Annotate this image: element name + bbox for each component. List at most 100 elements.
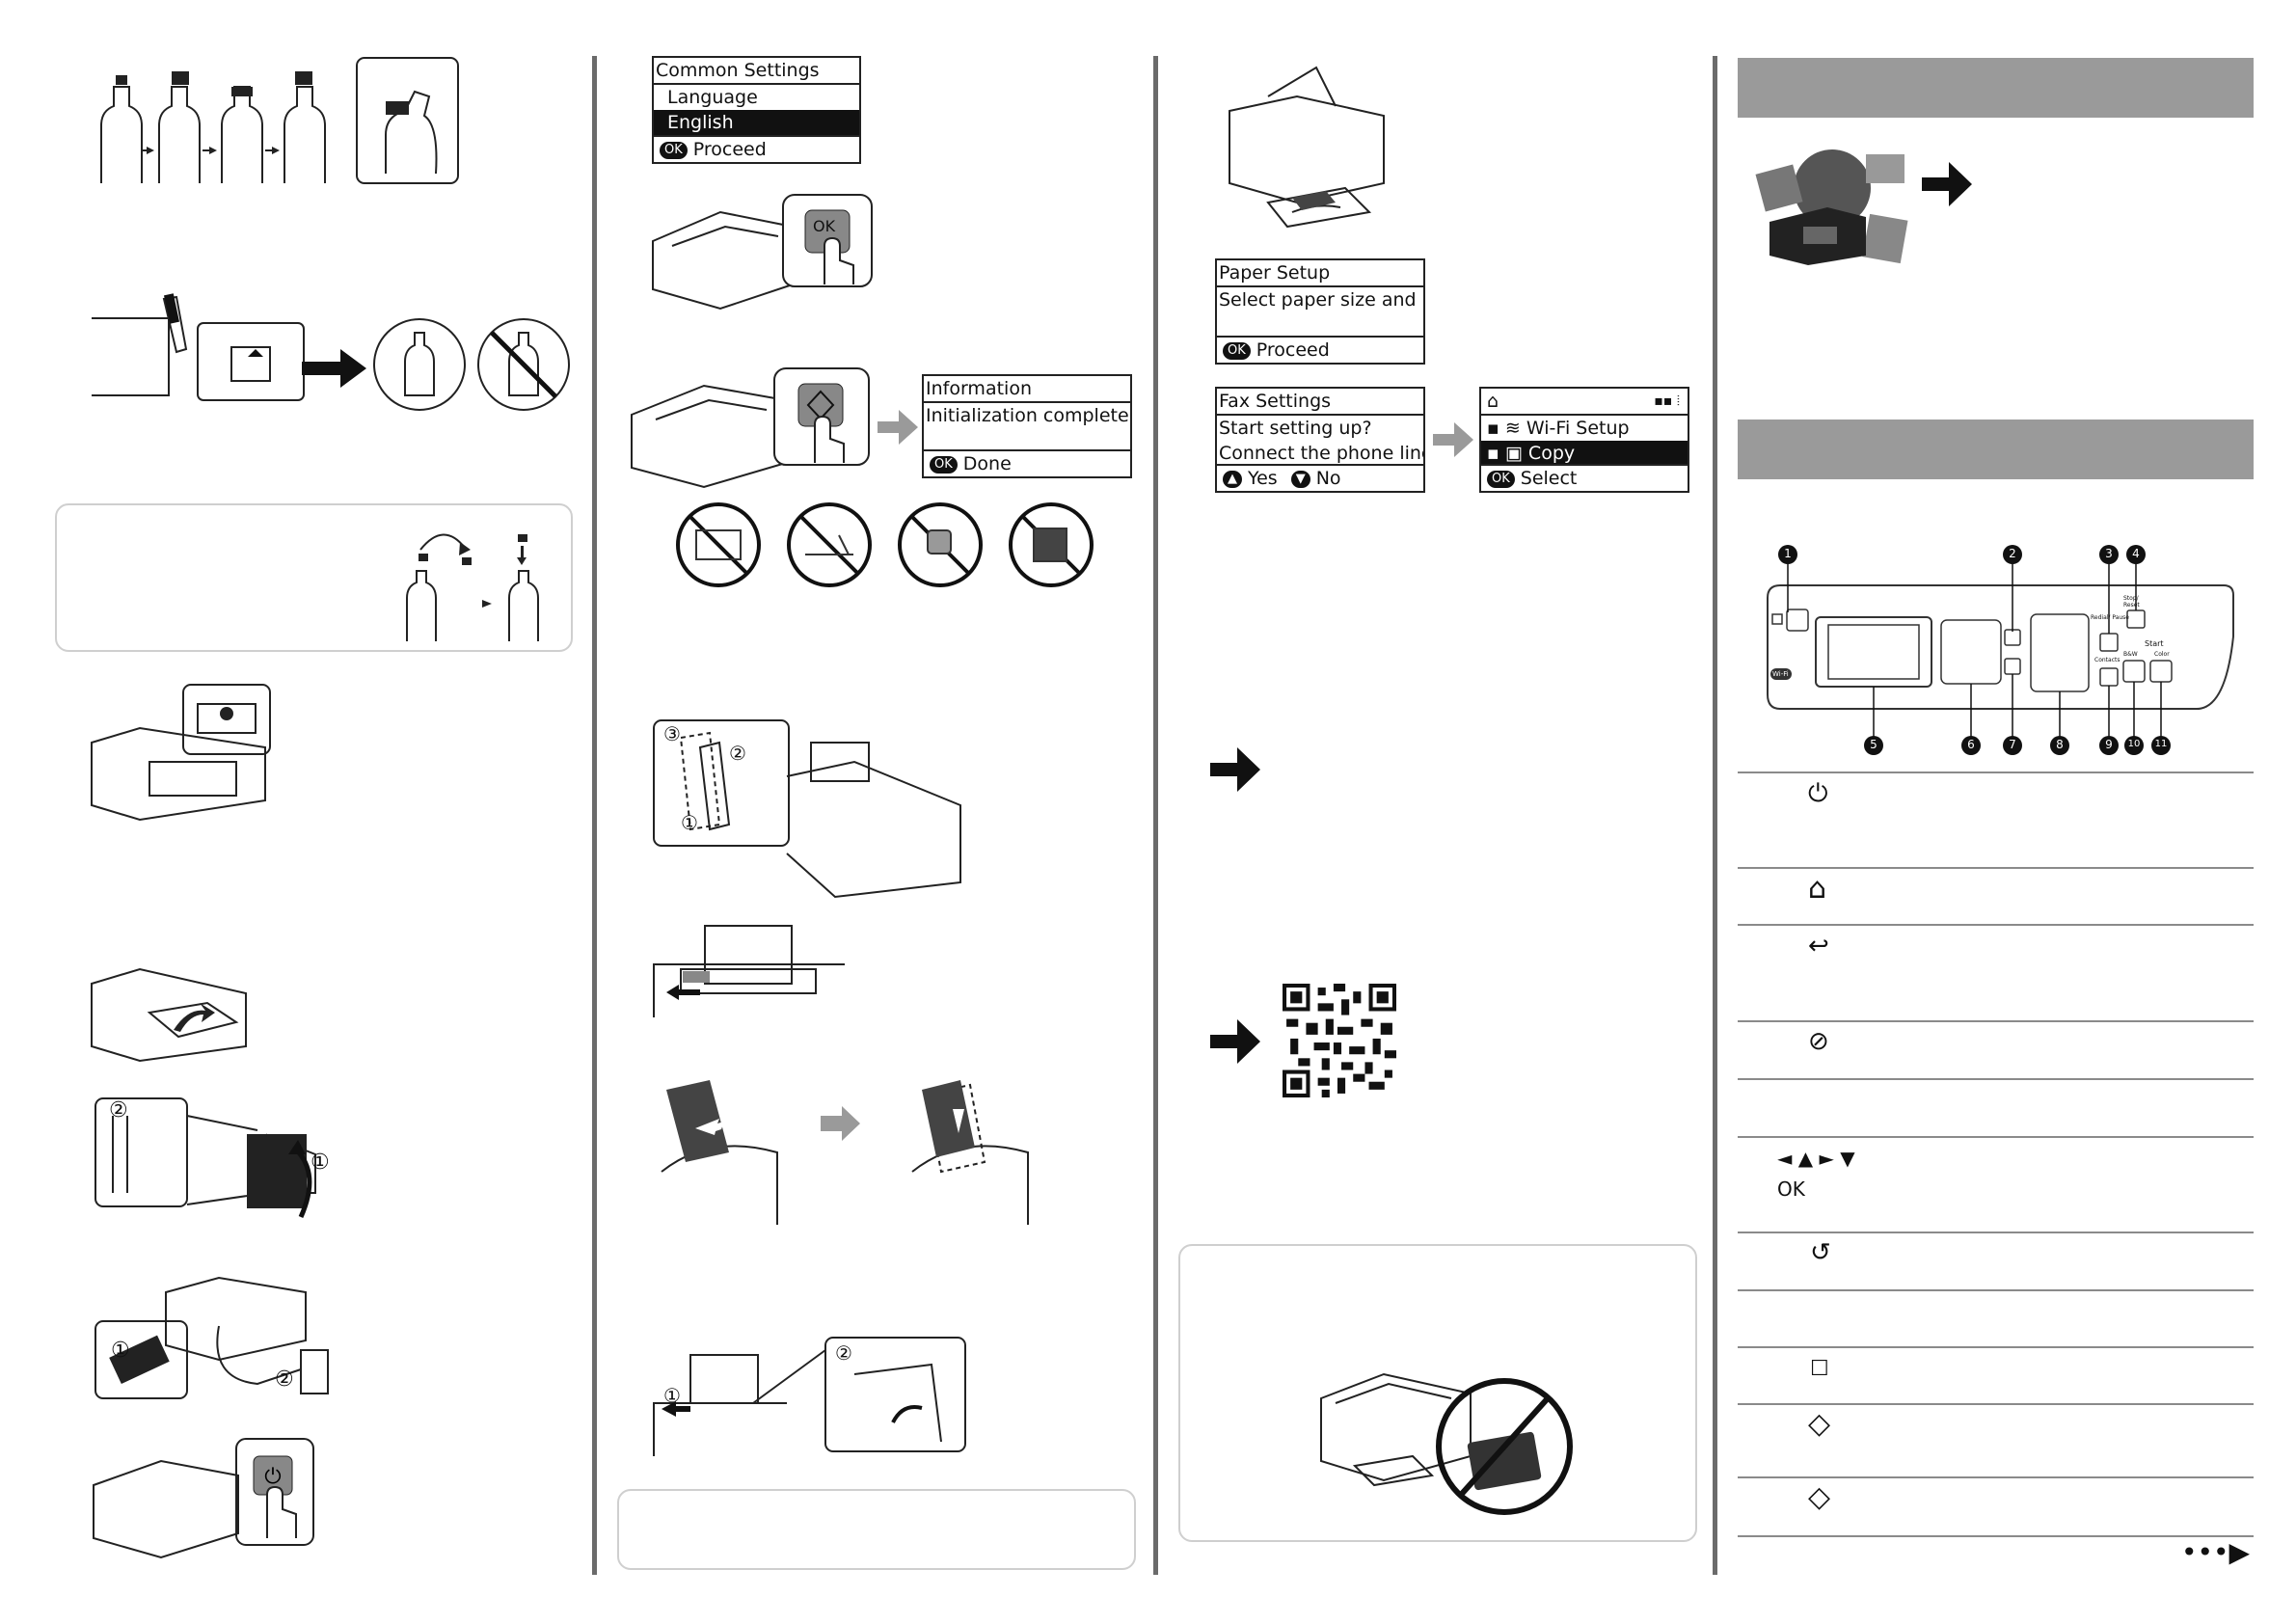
table-rule [1738,1346,2254,1348]
lcd-item-language: Language [667,87,758,108]
note-box-col3 [1178,1244,1697,1542]
step-number-1-c: ① [681,811,698,834]
ok-key-text: OK [1777,1177,1805,1201]
start-bw-icon: ◇ [1808,1407,1831,1441]
lcd-status-bar: ⌂▪▪ ⦙ [1481,389,1688,416]
load-paper-illustration [661,1080,1029,1225]
table-rule [1738,1136,2254,1138]
column-divider-1 [592,56,597,1575]
callout-5: 5 [1870,738,1877,751]
ok-glyph: OK [1487,471,1515,488]
gray-arrow-right [878,410,918,445]
step-number-2-c: ② [729,742,746,765]
lcd-item-english: English [654,110,859,135]
table-rule [1738,1289,2254,1291]
black-arrow-right [1210,747,1260,792]
start-color-icon: ◇ [1808,1480,1831,1514]
refill-tank-illustration [92,293,570,411]
black-arrow-right-qr [1210,1019,1260,1064]
home-icon: ⌂ [1808,872,1827,906]
callout-11: 11 [2154,739,2168,749]
close-tank-cover-illustration [91,967,247,1063]
press-start-illustration [631,367,870,489]
lcd-title: Paper Setup [1217,260,1423,287]
lcd-item-copy: ▪ ▣ Copy [1481,441,1688,466]
column-divider-3 [1713,56,1717,1575]
lcd-footer: ▲ Yes ▼ No [1217,464,1423,491]
tank-unit-illustration: ② ① [94,1096,344,1219]
step-number-1: ① [311,1150,330,1175]
continue-indicator: •••▶ [2181,1536,2251,1568]
do-not-use-printer-illustration [1320,1372,1573,1515]
section-header-band-1 [1738,58,2254,118]
callout-9: 9 [2105,738,2113,751]
panel-label-contacts: Contacts [2094,657,2120,663]
control-panel-diagram: 1 2 3 4 5 6 7 8 9 10 11 Redial/ Pause St… [1763,545,2235,762]
step-number-1-d: ① [663,1384,681,1407]
lcd-fax-settings: Fax Settings Start setting up? Connect t… [1215,387,1425,493]
lcd-footer-label: Done [962,453,1012,474]
lcd-title: Common Settings [654,58,859,85]
step-number-2: ② [109,1098,128,1123]
down-glyph: ▼ [1290,471,1310,488]
lcd-message: Initialization complete. [926,405,1130,426]
paper-support-illustration: ③ ② ① [652,718,970,899]
back-icon: ↺ [1810,1238,1831,1267]
step-number-1-b: ① [111,1339,130,1363]
lcd-title: Fax Settings [1217,389,1423,416]
step-number-3: ③ [663,722,681,745]
panel-label-color: Color [2154,651,2170,658]
callout-7: 7 [2009,738,2016,751]
panel-label-start: Start [2145,639,2164,648]
section-header-band-2 [1738,420,2254,479]
lcd-title: Information [924,376,1130,403]
column-divider-2 [1153,56,1158,1575]
callout-3: 3 [2105,547,2113,560]
callout-10: 10 [2127,739,2141,749]
step-number-2-b: ② [275,1367,294,1392]
prohibited-actions-row [676,502,1094,587]
table-rule [1738,1476,2254,1478]
edge-guide-illustration [653,925,845,1017]
redial-pause-icon: ↩ [1808,932,1829,961]
arrow-keys-icon: ◄ ▲ ► ▼ [1777,1147,1855,1170]
yes-label: Yes [1248,468,1278,489]
cap-reseal-illustration [406,533,539,641]
up-glyph: ▲ [1223,471,1242,488]
table-rule [1738,924,2254,926]
lcd-message: Select paper size and [1219,289,1417,311]
table-rule [1738,1078,2254,1080]
printer-with-documents-illustration [1755,149,1908,265]
table-rule [1738,1403,2254,1405]
ok-glyph: OK [1223,342,1251,360]
callout-4: 4 [2132,547,2140,560]
callout-1: 1 [1784,547,1792,560]
power-icon: ⏻ [1808,779,1828,808]
table-rule [1738,1535,2254,1537]
lcd-item-wifi: ▪ ≋ Wi-Fi Setup [1487,418,1630,439]
callout-8: 8 [2056,738,2064,751]
table-rule [1738,1020,2254,1022]
panel-label-stop: Stop/ Reset [2123,595,2140,609]
qr-code-icon [1283,984,1396,1097]
table-rule [1738,867,2254,869]
panel-label-redial: Redial/ Pause [2091,614,2129,621]
paper-guide-close-illustration: ① ② [652,1336,970,1456]
no-label: No [1315,468,1341,489]
note-box-reseal [55,503,573,652]
output-tray-illustration [1229,66,1385,229]
lcd-item-wifi-label: Wi-Fi Setup [1526,418,1630,439]
connect-cable-illustration: ① ② [94,1254,329,1403]
ok-key-label: OK [813,217,836,235]
black-arrow-right-2 [1922,162,1972,206]
contacts-icon: ☐ [1810,1357,1829,1381]
lcd-line2: Connect the phone line [1219,443,1423,464]
ok-glyph: OK [930,456,958,474]
